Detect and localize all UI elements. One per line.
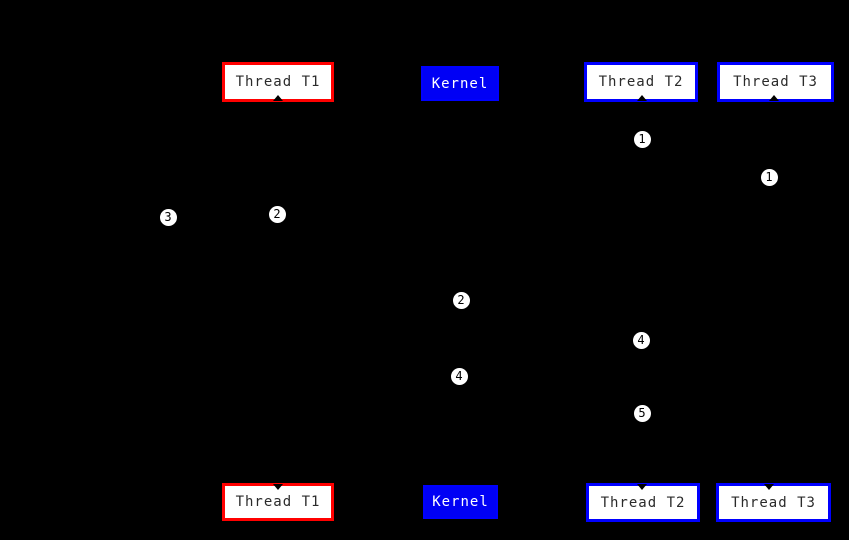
arrowhead-icon-thread-t2-top xyxy=(637,95,647,101)
step-number: 4 xyxy=(455,369,463,383)
step-marker-step-5-above-t2: 5 xyxy=(632,403,652,423)
step-marker-step-1-under-t2: 1 xyxy=(632,129,652,149)
participant-label: Thread T3 xyxy=(731,494,816,511)
participant-label: Thread T3 xyxy=(733,74,818,90)
box-kernel-bottom: Kernel xyxy=(423,485,498,519)
step-number: 1 xyxy=(638,132,646,146)
step-marker-step-3-left: 3 xyxy=(158,207,178,227)
step-number: 2 xyxy=(273,207,281,221)
participant-label: Kernel xyxy=(431,75,489,92)
participant-label: Kernel xyxy=(432,494,489,510)
step-number: 3 xyxy=(164,210,172,224)
arrowhead-icon-thread-t1-top xyxy=(273,95,283,101)
step-number: 2 xyxy=(457,293,465,307)
arrowhead-icon-thread-t3-bottom xyxy=(764,484,774,490)
participant-label: Thread T2 xyxy=(598,74,684,90)
box-kernel-top: Kernel xyxy=(421,66,499,101)
arrowhead-icon-thread-t2-bottom xyxy=(637,484,647,490)
step-marker-step-4-under-t2: 4 xyxy=(631,330,651,350)
step-marker-step-4-kernel-line: 4 xyxy=(449,366,469,386)
step-marker-step-2-under-t1: 2 xyxy=(267,204,287,224)
arrowhead-icon-thread-t1-bottom xyxy=(273,484,283,490)
arrowhead-icon-thread-t3-top xyxy=(769,95,779,101)
step-number: 1 xyxy=(765,170,773,184)
participant-label: Thread T2 xyxy=(600,494,686,511)
participant-label: Thread T1 xyxy=(235,74,321,90)
step-marker-step-2-kernel-line: 2 xyxy=(451,290,471,310)
step-marker-step-1-under-t3: 1 xyxy=(759,167,779,187)
step-number: 5 xyxy=(638,406,646,420)
step-number: 4 xyxy=(637,333,645,347)
participant-label: Thread T1 xyxy=(235,494,321,510)
